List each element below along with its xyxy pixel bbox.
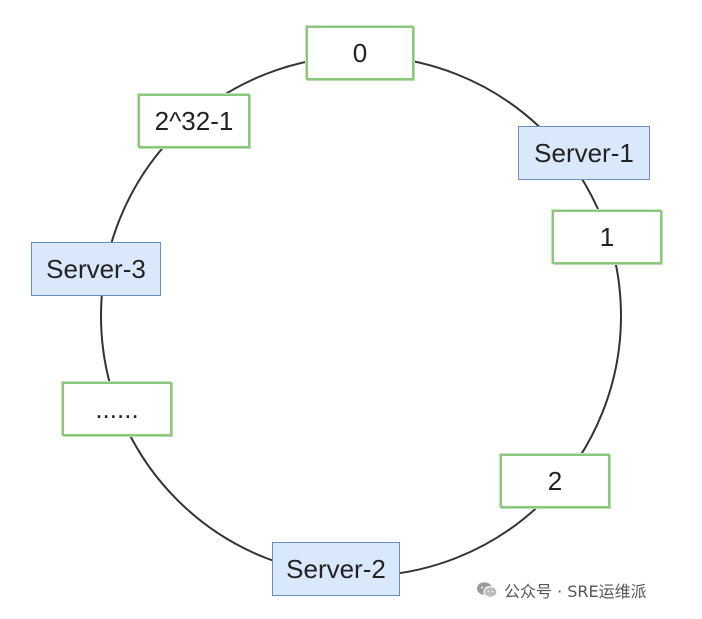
server-3-node: Server-3 (31, 242, 161, 296)
server-1-node: Server-1 (518, 126, 650, 180)
hash-slot-max: 2^32-1 (138, 94, 250, 148)
hash-slot-2: 2 (500, 454, 610, 508)
wechat-icon (476, 581, 498, 599)
hash-slot-ellipsis: ...... (62, 382, 172, 436)
watermark: 公众号 · SRE运维派 (476, 578, 647, 602)
hash-slot-1: 1 (552, 210, 662, 264)
hash-slot-0: 0 (306, 26, 414, 80)
server-2-node: Server-2 (272, 542, 400, 596)
watermark-text: 公众号 · SRE运维派 (504, 582, 647, 601)
